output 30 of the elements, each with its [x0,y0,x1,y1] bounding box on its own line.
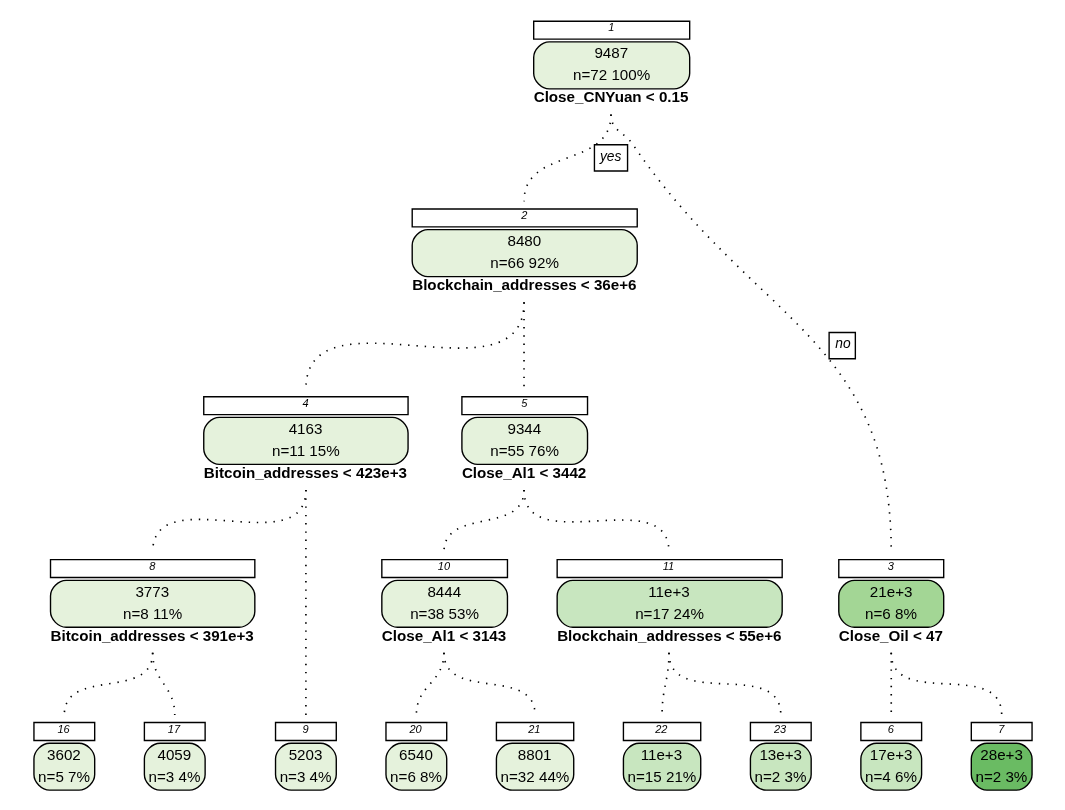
node-label: 20 [408,722,422,735]
node-label: Blockchain_addresses < 36e+6 [411,276,637,294]
node-label: Bitcoin_addresses < 391e+3 [50,626,254,644]
node-label: Close_CNYuan < 0.15 [533,88,688,106]
node-label: Close_Al1 < 3143 [381,626,506,644]
connector [151,651,176,716]
node-label: 8 [148,559,155,572]
node-label: 22 [654,722,667,735]
node-label: 7 [997,722,1004,735]
edge-label: yes [599,148,621,164]
node-label: 5 [520,396,527,409]
node-label: 2 [520,209,527,222]
node-label: 1 [607,21,614,34]
connector [304,489,307,716]
node-label: Close_Al1 < 3442 [461,463,586,481]
node-label: 17 [167,722,180,735]
node-label: Bitcoin_addresses < 423e+3 [203,463,407,481]
node-label: Blockchain_addresses < 55e+6 [556,626,782,644]
node-label: 10 [437,559,450,572]
node-label: Close_Oil < 47 [838,626,943,644]
node-label: 11 [662,559,674,572]
node-label: 6 [887,722,894,735]
connector [889,651,1002,716]
node-label: 21 [527,722,540,735]
node-label: 23 [773,722,786,735]
node-label: 9 [301,722,309,735]
node-label: 16 [56,722,70,735]
node-label: 4 [301,396,309,409]
edge-label: no [834,336,851,352]
node-label: 3 [887,559,894,572]
